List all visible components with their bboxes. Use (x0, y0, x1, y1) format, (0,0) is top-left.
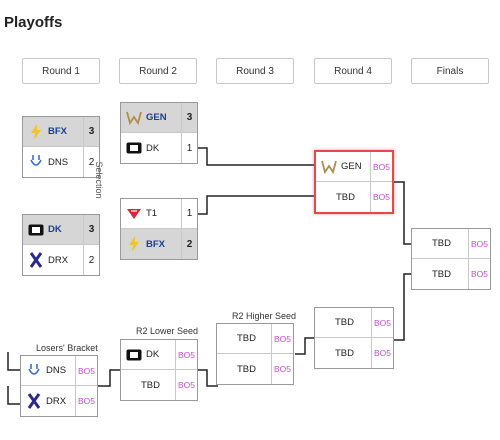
best-of-badge: BO5 (271, 324, 293, 353)
team-name: DRX (46, 395, 67, 407)
lightning-logo-icon (27, 123, 45, 141)
round-header-3: Round 3 (216, 58, 294, 84)
team-row[interactable]: DK BO5 (121, 340, 197, 370)
losers-bracket-label: Losers' Bracket (36, 343, 98, 353)
team-name: DK (146, 142, 160, 154)
team-name: T1 (146, 208, 158, 219)
team-name: BFX (146, 238, 165, 250)
team-row[interactable]: TBD BO5 (412, 229, 490, 259)
match-losers-r3[interactable]: TBD BO5 TBD BO5 (216, 323, 294, 385)
team-score: 2 (83, 245, 99, 275)
page-title: Playoffs (4, 14, 63, 31)
best-of-badge: BO5 (175, 340, 197, 369)
team-row[interactable]: TBD BO5 (217, 324, 293, 354)
lightning-logo-icon (125, 235, 143, 253)
team-row[interactable]: T1 1 (121, 199, 197, 229)
team-name: DNS (46, 365, 67, 376)
team-row[interactable]: DNS BO5 (21, 356, 97, 386)
t1-logo-icon (125, 205, 143, 223)
best-of-badge: BO5 (75, 386, 97, 416)
best-of-badge: BO5 (371, 338, 393, 368)
match-losers-r1[interactable]: DNS BO5 DRX BO5 (20, 355, 98, 417)
team-name: DRX (48, 254, 69, 266)
best-of-badge: BO5 (371, 308, 393, 337)
match-r1-upper[interactable]: BFX 3 DNS 2 (22, 116, 100, 178)
team-row[interactable]: BFX 2 (121, 229, 197, 259)
drx-logo-icon (25, 392, 43, 410)
team-score: 3 (83, 117, 99, 146)
team-row[interactable]: TBD BO5 (315, 338, 393, 368)
round-header-4: Round 4 (314, 58, 392, 84)
round-header-1: Round 1 (22, 58, 100, 84)
round-header-finals: Finals (411, 58, 489, 84)
selection-label: Selection (94, 161, 104, 199)
team-row[interactable]: DK 1 (121, 133, 197, 163)
team-name: GEN (146, 112, 167, 123)
team-row[interactable]: BFX 3 (23, 117, 99, 147)
match-losers-r2[interactable]: DK BO5 TBD BO5 (120, 339, 198, 401)
team-row[interactable]: TBD BO5 (315, 308, 393, 338)
team-score: 2 (181, 229, 197, 259)
team-name: TBD (237, 363, 256, 375)
team-score: 3 (181, 103, 197, 132)
team-name: TBD (432, 238, 451, 249)
team-score: 3 (83, 215, 99, 244)
match-r4-upper[interactable]: GEN BO5 TBD BO5 (314, 150, 394, 214)
dns-logo-icon (27, 153, 45, 171)
team-row[interactable]: TBD BO5 (121, 370, 197, 400)
best-of-badge: BO5 (271, 354, 293, 384)
match-finals[interactable]: TBD BO5 TBD BO5 (411, 228, 491, 290)
team-name: TBD (335, 317, 354, 328)
best-of-badge: BO5 (468, 259, 490, 289)
team-score: 1 (181, 199, 197, 228)
best-of-badge: BO5 (175, 370, 197, 400)
team-row[interactable]: TBD BO5 (217, 354, 293, 384)
team-name: DK (48, 224, 62, 235)
team-row[interactable]: DK 3 (23, 215, 99, 245)
r2-lower-seed-label: R2 Lower Seed (136, 326, 199, 336)
team-name: BFX (48, 126, 67, 137)
best-of-badge: BO5 (370, 152, 392, 181)
best-of-badge: BO5 (370, 182, 392, 212)
team-row[interactable]: GEN BO5 (316, 152, 392, 182)
match-r2-upper[interactable]: GEN 3 DK 1 (120, 102, 198, 164)
dk-logo-icon (125, 139, 143, 157)
match-r1-lower[interactable]: DK 3 DRX 2 (22, 214, 100, 276)
team-row[interactable]: TBD BO5 (412, 259, 490, 289)
match-r2-lower[interactable]: T1 1 BFX 2 (120, 198, 198, 260)
team-row[interactable]: DRX 2 (23, 245, 99, 275)
team-name: TBD (335, 347, 354, 359)
gen-logo-icon (125, 109, 143, 127)
dns-logo-icon (25, 362, 43, 380)
team-score: 2 (83, 147, 99, 177)
team-name: TBD (141, 379, 160, 391)
team-row[interactable]: GEN 3 (121, 103, 197, 133)
best-of-badge: BO5 (468, 229, 490, 258)
team-row[interactable]: TBD BO5 (316, 182, 392, 212)
dk-logo-icon (27, 221, 45, 239)
team-name: DNS (48, 156, 69, 168)
team-name: TBD (336, 191, 355, 203)
team-row[interactable]: DNS 2 (23, 147, 99, 177)
team-name: TBD (432, 268, 451, 280)
round-header-2: Round 2 (119, 58, 197, 84)
best-of-badge: BO5 (75, 356, 97, 385)
r2-higher-seed-label: R2 Higher Seed (232, 311, 297, 321)
team-row[interactable]: DRX BO5 (21, 386, 97, 416)
drx-logo-icon (27, 251, 45, 269)
team-name: DK (146, 349, 160, 360)
dk-logo-icon (125, 346, 143, 364)
gen-logo-icon (320, 158, 338, 176)
team-score: 1 (181, 133, 197, 163)
match-losers-r4[interactable]: TBD BO5 TBD BO5 (314, 307, 394, 369)
team-name: GEN (341, 161, 362, 172)
team-name: TBD (237, 333, 256, 344)
